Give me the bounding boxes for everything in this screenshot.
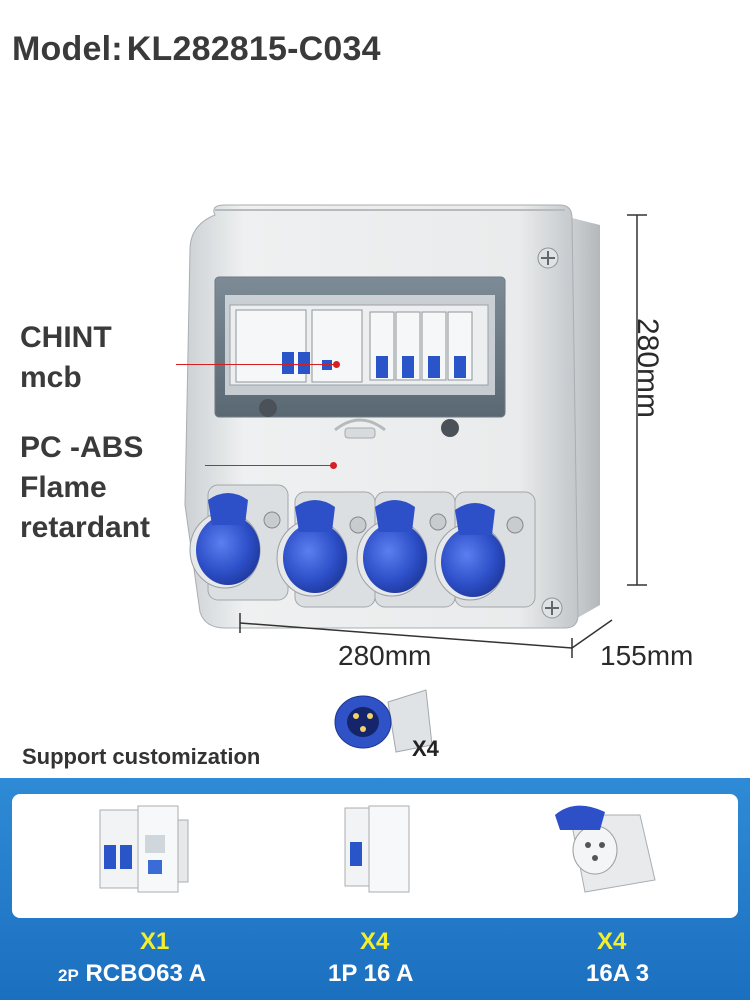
rcbo-spec-text: RCBO63 A <box>78 960 206 987</box>
rcbo-pole-prefix: 2P <box>58 966 79 985</box>
socket-spec: 16A 3 <box>586 960 650 987</box>
mcb-quantity: X4 <box>360 928 390 955</box>
plug-quantity: X4 <box>412 736 439 761</box>
pc-line-2: Flame <box>20 471 107 504</box>
chint-line-2: mcb <box>20 361 82 394</box>
model-value: KL282815-C034 <box>126 30 381 68</box>
pc-line-1: PC -ABS <box>20 431 144 464</box>
pc-leader-line <box>205 465 333 466</box>
chint-callout: CHINT mcb <box>20 318 112 398</box>
chint-leader-dot <box>333 361 340 368</box>
socket-1 <box>189 484 289 601</box>
support-customization-text: Support customization <box>22 744 261 769</box>
rcbo-spec: 2P RCBO63 A <box>58 960 206 988</box>
socket-4 <box>434 491 536 608</box>
depth-dimension-label: 155mm <box>600 640 694 671</box>
height-dimension-label: 280mm <box>631 318 664 419</box>
model-label: Model: <box>12 30 123 68</box>
mcb-1p-icon <box>344 805 410 893</box>
width-dimension-label: 280mm <box>338 640 432 671</box>
page-title: Model:KL282815-C034 <box>12 30 381 69</box>
socket-3 <box>356 491 456 608</box>
pc-leader-dot <box>330 462 337 469</box>
socket-quantity: X4 <box>597 928 627 955</box>
pc-line-3: retardant <box>20 511 151 544</box>
chint-line-1: CHINT <box>20 321 112 354</box>
plug-icon <box>334 689 433 753</box>
mcb-spec: 1P 16 A <box>328 960 414 987</box>
pc-abs-callout: PC -ABS Flame retardant <box>20 428 150 548</box>
wall-socket-icon <box>555 805 656 893</box>
rcbo-quantity: X1 <box>140 928 170 955</box>
socket-2 <box>276 491 376 608</box>
dimension-depth <box>571 619 613 649</box>
chint-leader-line <box>176 364 336 365</box>
screw-icon <box>537 247 563 619</box>
rcbo-icon <box>99 805 189 893</box>
dimension-height <box>627 214 647 586</box>
